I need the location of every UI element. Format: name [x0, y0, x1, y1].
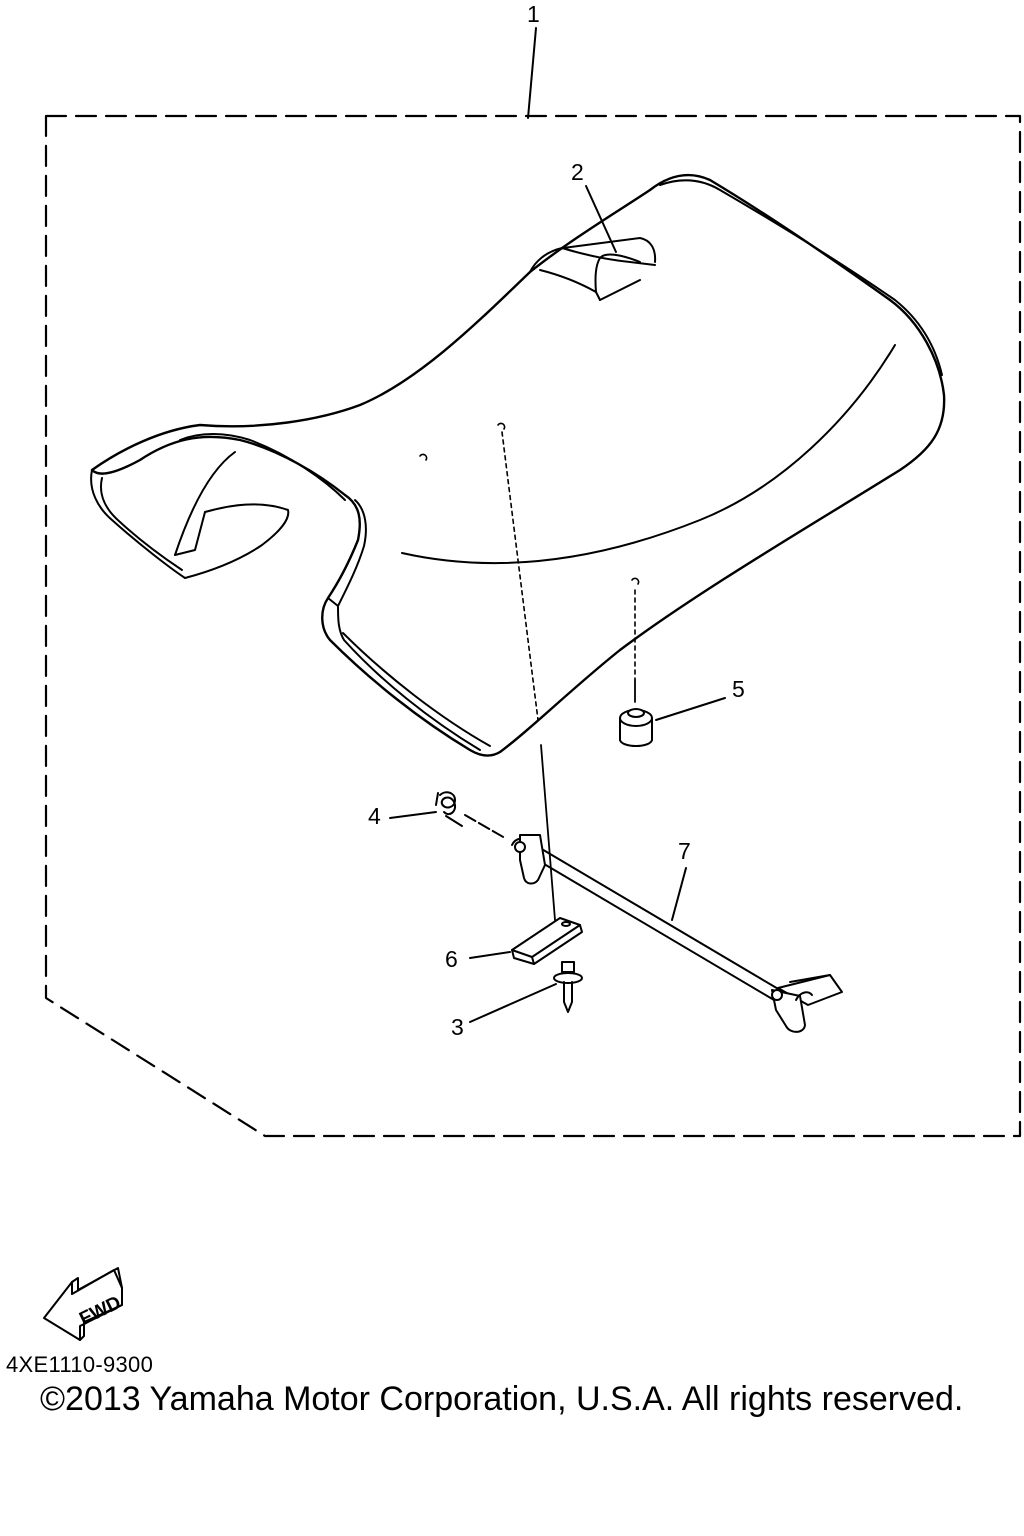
damper-part-5: [619, 697, 726, 747]
callout-3: 3: [451, 1014, 464, 1040]
callout-2: 2: [571, 159, 584, 185]
rod-part-7: [511, 834, 843, 1033]
leader-2: [585, 185, 617, 253]
assembly-boundary: [44, 114, 1022, 1138]
seat-cushion: [90, 173, 946, 757]
leader-1: [527, 27, 537, 119]
callout-6: 6: [445, 946, 458, 972]
spring-part-4: [389, 791, 506, 839]
part-code: 4XE1110-9300: [6, 1352, 154, 1377]
pad-part-6: [469, 917, 583, 965]
mount-line-left: [501, 431, 539, 721]
callout-1: 1: [527, 1, 540, 27]
callout-7: 7: [678, 838, 691, 864]
callout-4: 4: [368, 803, 381, 829]
copyright-notice: ©2013 Yamaha Motor Corporation, U.S.A. A…: [40, 1380, 964, 1418]
callout-5: 5: [732, 676, 745, 702]
rivet-part-3: [469, 961, 583, 1023]
fwd-arrow-icon: [43, 1267, 123, 1341]
